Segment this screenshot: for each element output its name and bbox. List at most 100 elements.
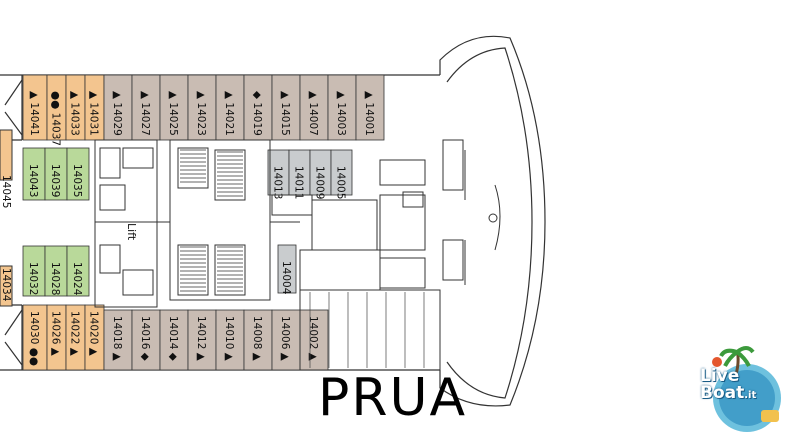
cabin-box <box>299 74 329 141</box>
cabin-number: ▲ 14023 <box>195 91 207 136</box>
cabin-box <box>215 309 245 371</box>
liveboat-logo <box>712 346 781 432</box>
cabin-number: 14010 ▲ <box>223 316 235 362</box>
bow-area-stripes <box>309 292 425 368</box>
cabin-number: ▲ 14025 <box>167 91 179 136</box>
cabin-box <box>159 309 189 371</box>
top-cabin-14019: ◆ 14019 <box>243 74 273 141</box>
cabin-number: 14002 ▲ <box>307 316 319 362</box>
cabin-cutoff-top-label: 14045 <box>0 175 12 208</box>
cabin-number: 14016 ◆ <box>139 316 151 362</box>
top-cabin-14023: ▲ 14023 <box>187 74 217 141</box>
cabin-group-inner-top: 14043 14039 14035 <box>22 147 90 201</box>
lift-label: Lift <box>125 223 138 241</box>
watermark-text: Live Boat.it <box>700 368 796 404</box>
cabin-number: 14039 <box>49 164 61 197</box>
cabin-number: 14032 <box>27 262 39 295</box>
inner-top-cabin-14043: 14043 <box>22 147 46 201</box>
inner-top-cabin-14039: 14039 <box>44 147 68 201</box>
cabin-number: 14004 <box>280 261 292 295</box>
bottom-cabin-14014: 14014 ◆ <box>159 309 189 371</box>
bottom-cabin-14026: 14026 ▲ <box>46 304 67 371</box>
top-cabin-14041: ▲ 14041 <box>22 74 48 141</box>
cabin-number: 14014 ◆ <box>167 316 179 362</box>
bottom-cabin-14006: 14006 ▲ <box>271 309 301 371</box>
cabin-number: 14011 <box>293 166 305 199</box>
cabin-number: ◆ 14019 <box>251 91 263 136</box>
bottom-cabin-14030: 14030 ●● <box>22 304 48 371</box>
cabin-number: 14013 <box>272 166 284 199</box>
bottom-cabin-14018: 14018 ▲ <box>103 309 133 371</box>
cabin-box <box>277 244 297 294</box>
cabin-number: 14018 ▲ <box>111 316 123 362</box>
cabin-number: 14035 <box>71 164 83 197</box>
cabin-box <box>243 309 273 371</box>
cabin-number: 14012 ▲ <box>195 316 207 362</box>
bottom-cabin-14010: 14010 ▲ <box>215 309 245 371</box>
inner-top-cabin-14035: 14035 <box>66 147 90 201</box>
cabin-cutoff-bottom-label: 14034 <box>0 268 12 302</box>
cabin-box <box>22 74 48 141</box>
cabin-box <box>243 74 273 141</box>
inner-bottom-cabin-14028: 14028 <box>44 245 68 297</box>
cabin-number: ▲ 14021 <box>223 91 235 136</box>
cabin-number: 14028 <box>49 262 61 295</box>
cabin-cutoff-bottom: 14034 <box>0 265 13 307</box>
cabin-box <box>66 147 90 201</box>
cabin-box <box>330 149 353 196</box>
cabin-number: ▲ 14027 <box>139 91 151 136</box>
bottom-cabin-14022: 14022 ▲ <box>65 304 86 371</box>
cabin-number: 14043 <box>27 164 39 197</box>
top-cabin-14027: ▲ 14027 <box>131 74 161 141</box>
cabin-box <box>131 74 161 141</box>
inner-grey-cabin-14013: 14013 <box>267 149 290 199</box>
inner-grey-single-cabin-14004: 14004 <box>277 244 297 295</box>
top-cabin-14037: ●● 14037 <box>46 74 67 146</box>
cabin-number: ▲ 14031 <box>88 91 100 136</box>
inner-grey-cabin-14009: 14009 <box>309 149 332 199</box>
cabin-box <box>103 74 133 141</box>
bottom-cabin-14020: 14020 ▲ <box>84 304 105 371</box>
cabin-box <box>271 74 301 141</box>
cabin-number: 14026 ▲ <box>50 311 62 357</box>
top-cabin-14015: ▲ 14015 <box>271 74 301 141</box>
inner-grey-cabin-14011: 14011 <box>288 149 311 199</box>
cabin-number: ▲ 14015 <box>279 91 291 136</box>
top-cabin-14025: ▲ 14025 <box>159 74 189 141</box>
cabin-number: 14030 ●● <box>28 311 40 366</box>
top-cabin-14021: ▲ 14021 <box>215 74 245 141</box>
top-cabin-14031: ▲ 14031 <box>84 74 105 141</box>
cabin-row-top: ▲ 14041●● 14037 ▲ 14033 ▲ 14031 ▲ 14029 ▲ 14… <box>22 74 385 146</box>
core-structure <box>94 139 501 371</box>
cabin-box <box>66 245 90 297</box>
top-cabin-14007: ▲ 14007 <box>299 74 329 141</box>
top-cabin-14029: ▲ 14029 <box>103 74 133 141</box>
top-cabin-14033: ▲ 14033 <box>65 74 86 141</box>
stair-hatching <box>180 149 243 292</box>
cabin-row-bottom: 14030 ●● 14026 ▲14022 ▲14020 ▲ 14018 ▲ 1401… <box>22 304 329 371</box>
cabin-cutoff-top: 14045 <box>0 129 13 208</box>
cabin-box <box>103 309 133 371</box>
watermark-suffix: .it <box>744 390 757 401</box>
cabin-box <box>131 309 161 371</box>
cabin-number: ▲ 14003 <box>335 91 347 136</box>
cabin-box <box>187 74 217 141</box>
cabin-number: 14009 <box>314 166 326 199</box>
top-cabin-14001: ▲ 14001 <box>355 74 385 141</box>
cabin-number: ▲ 14033 <box>69 91 81 136</box>
cabin-number: 14024 <box>71 262 83 296</box>
inner-bottom-cabin-14032: 14032 <box>22 245 46 297</box>
cabin-number: ▲ 14007 <box>307 91 319 136</box>
watermark-line2: Boat <box>700 383 745 403</box>
cabin-number: ●● 14037 <box>50 91 62 146</box>
cabin-box <box>271 309 301 371</box>
bottom-cabin-14002: 14002 ▲ <box>299 309 329 371</box>
watermark-line1: Live <box>700 366 740 386</box>
inner-bottom-cabin-14024: 14024 <box>66 245 90 297</box>
cabin-number: ▲ 14029 <box>111 91 123 136</box>
bottom-cabin-14012: 14012 ▲ <box>187 309 217 371</box>
bow-label: PRUA <box>318 368 468 428</box>
